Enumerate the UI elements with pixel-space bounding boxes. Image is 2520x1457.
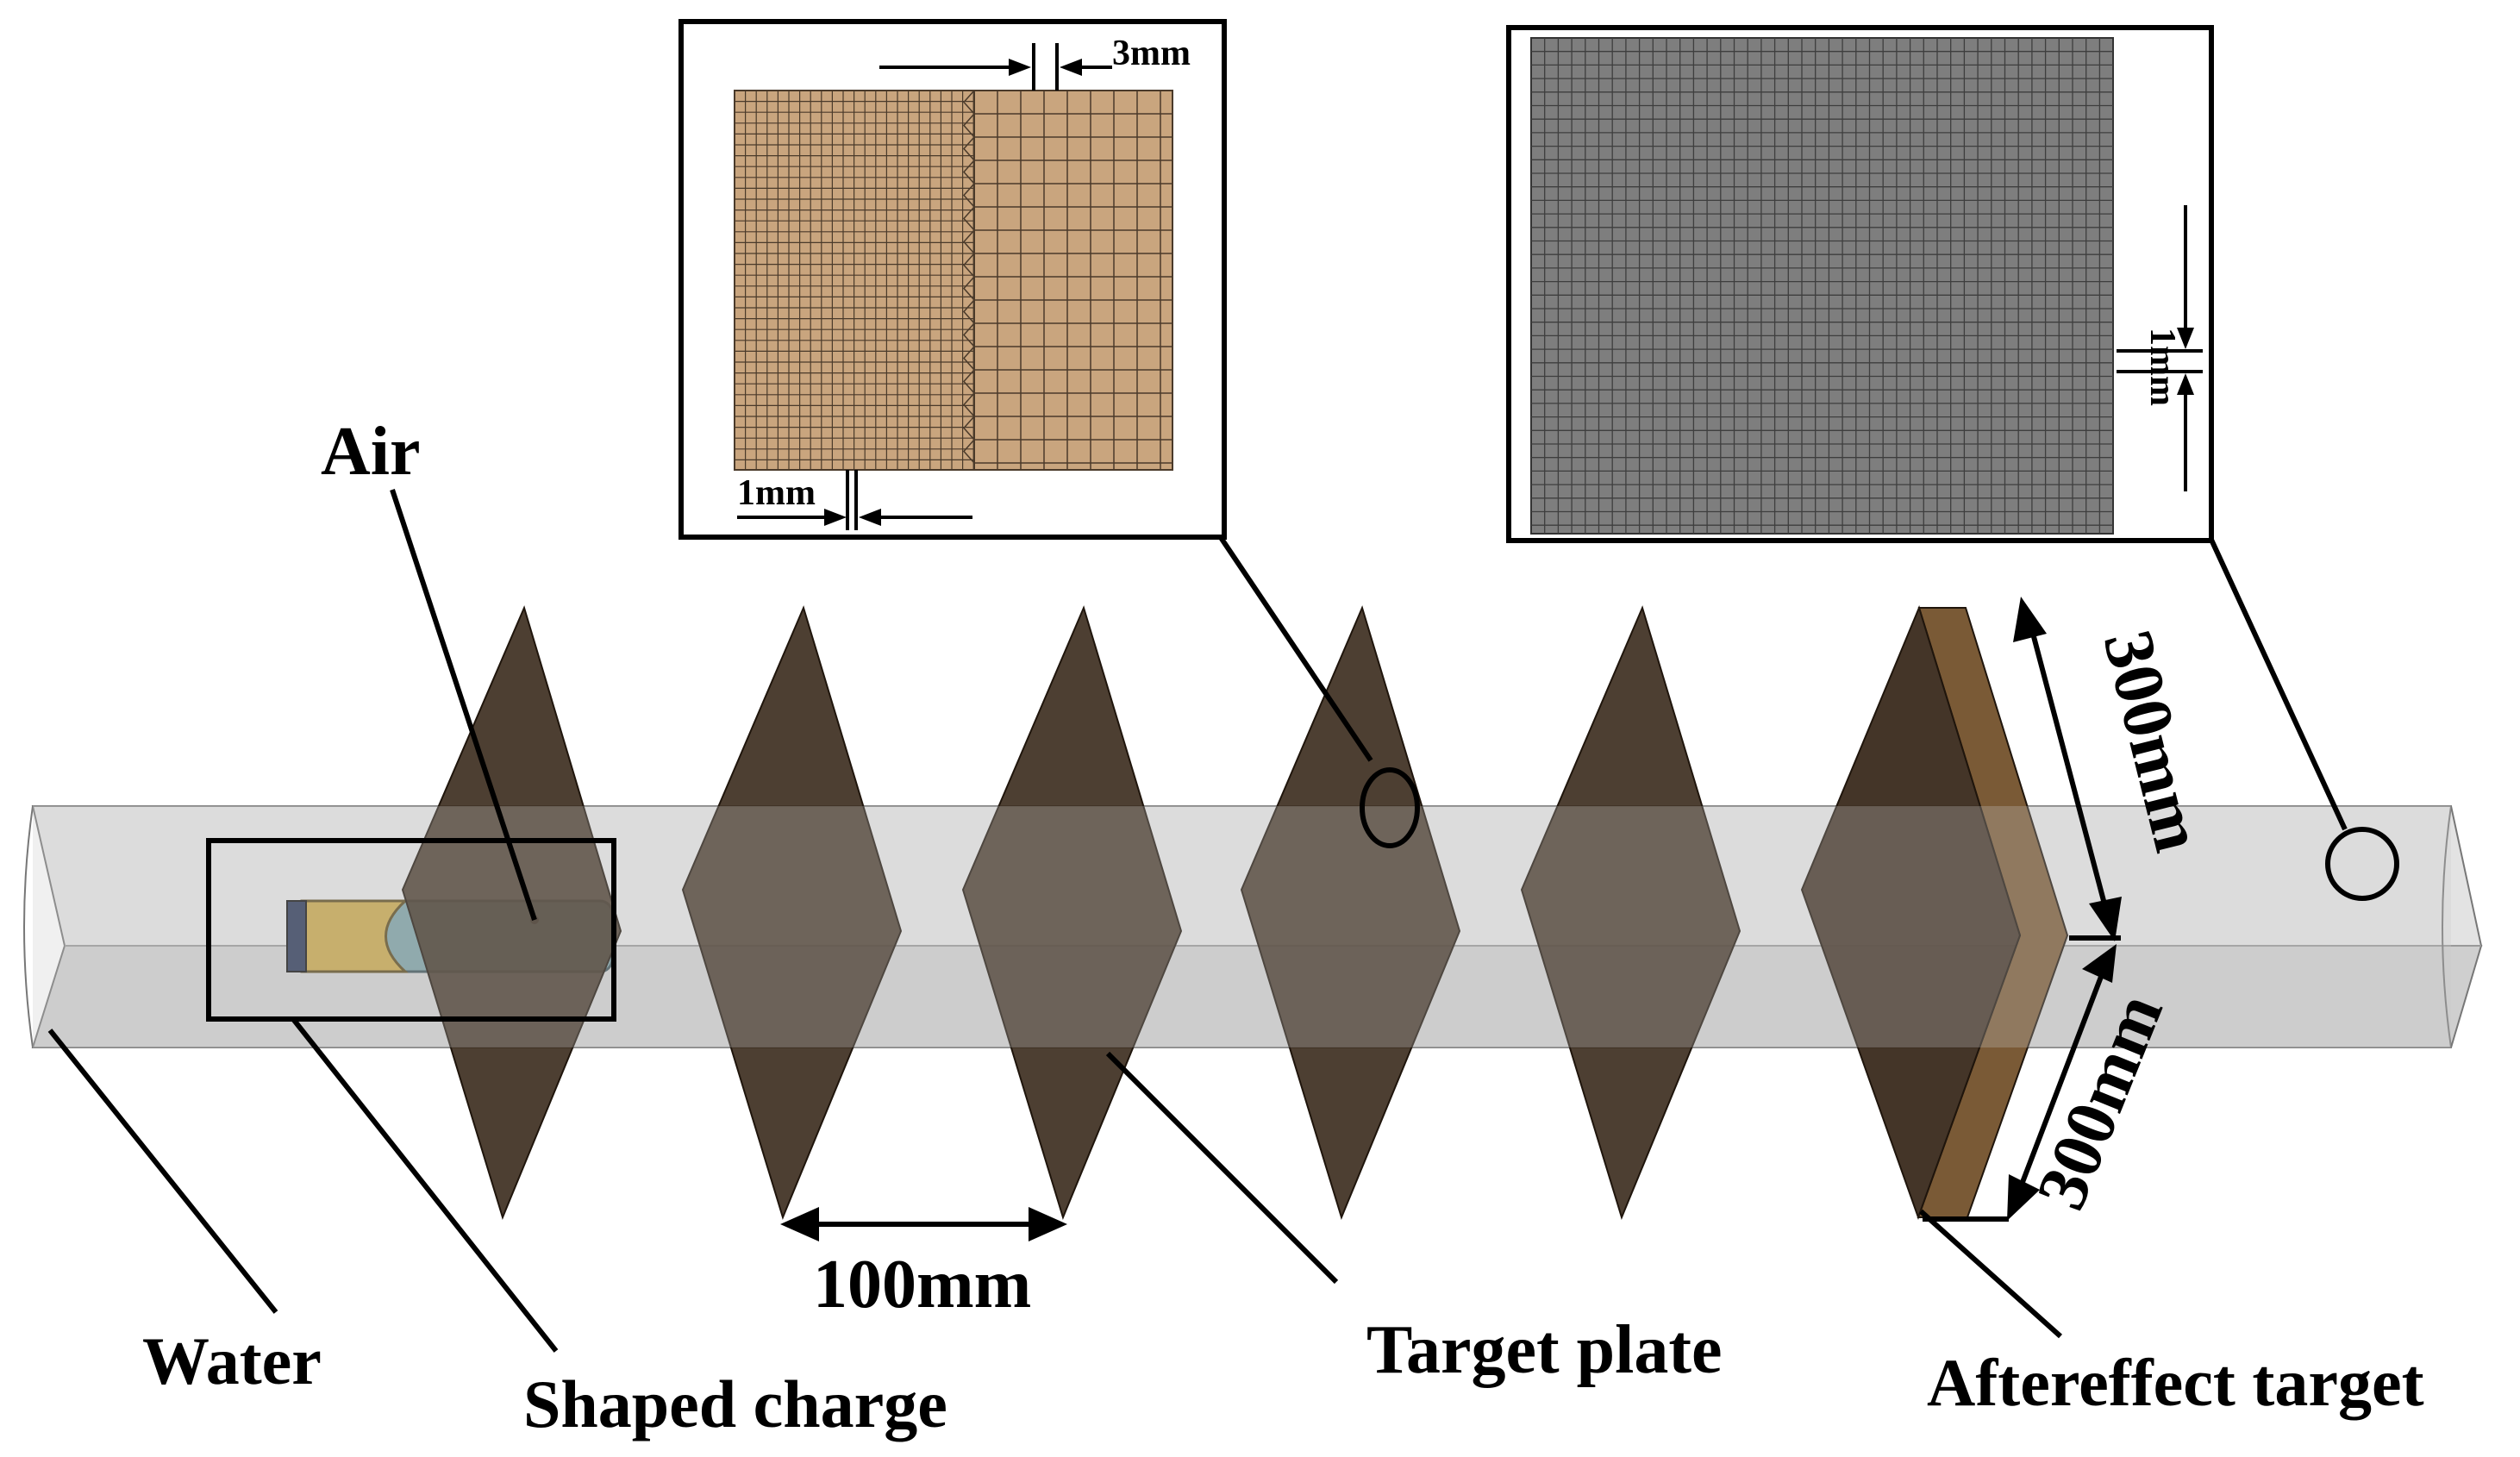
inset-target-mesh: 3mm 1mm: [681, 22, 1224, 537]
fine-mesh-label-right: 1mm: [2142, 328, 2182, 406]
shaped-charge-label: Shaped charge: [523, 1366, 947, 1441]
water-tube-left-end: [24, 806, 33, 1047]
fine-mesh-label-left: 1mm: [737, 473, 816, 513]
spacing-label: 100mm: [813, 1247, 1031, 1323]
width-arrow-top: [2013, 597, 2047, 642]
spacing-dimension: [780, 1207, 1067, 1241]
coarse-mesh-region: [974, 91, 1172, 470]
target-plate-label: Target plate: [1366, 1312, 1723, 1388]
inset-aftereffect-mesh: 1mm: [1509, 28, 2211, 541]
air-label: Air: [321, 414, 421, 490]
water-label: Water: [142, 1323, 322, 1398]
grey-mesh-region: [1531, 38, 2113, 534]
aftereffect-leader: [1921, 1211, 2060, 1336]
spacing-arrow-left: [780, 1207, 819, 1241]
aftereffect-target-label: Aftereffect target: [1927, 1345, 2424, 1420]
coarse-mesh-label: 3mm: [1112, 34, 1191, 73]
water-leader: [50, 1030, 276, 1312]
inset-right-leader: [2211, 540, 2345, 829]
